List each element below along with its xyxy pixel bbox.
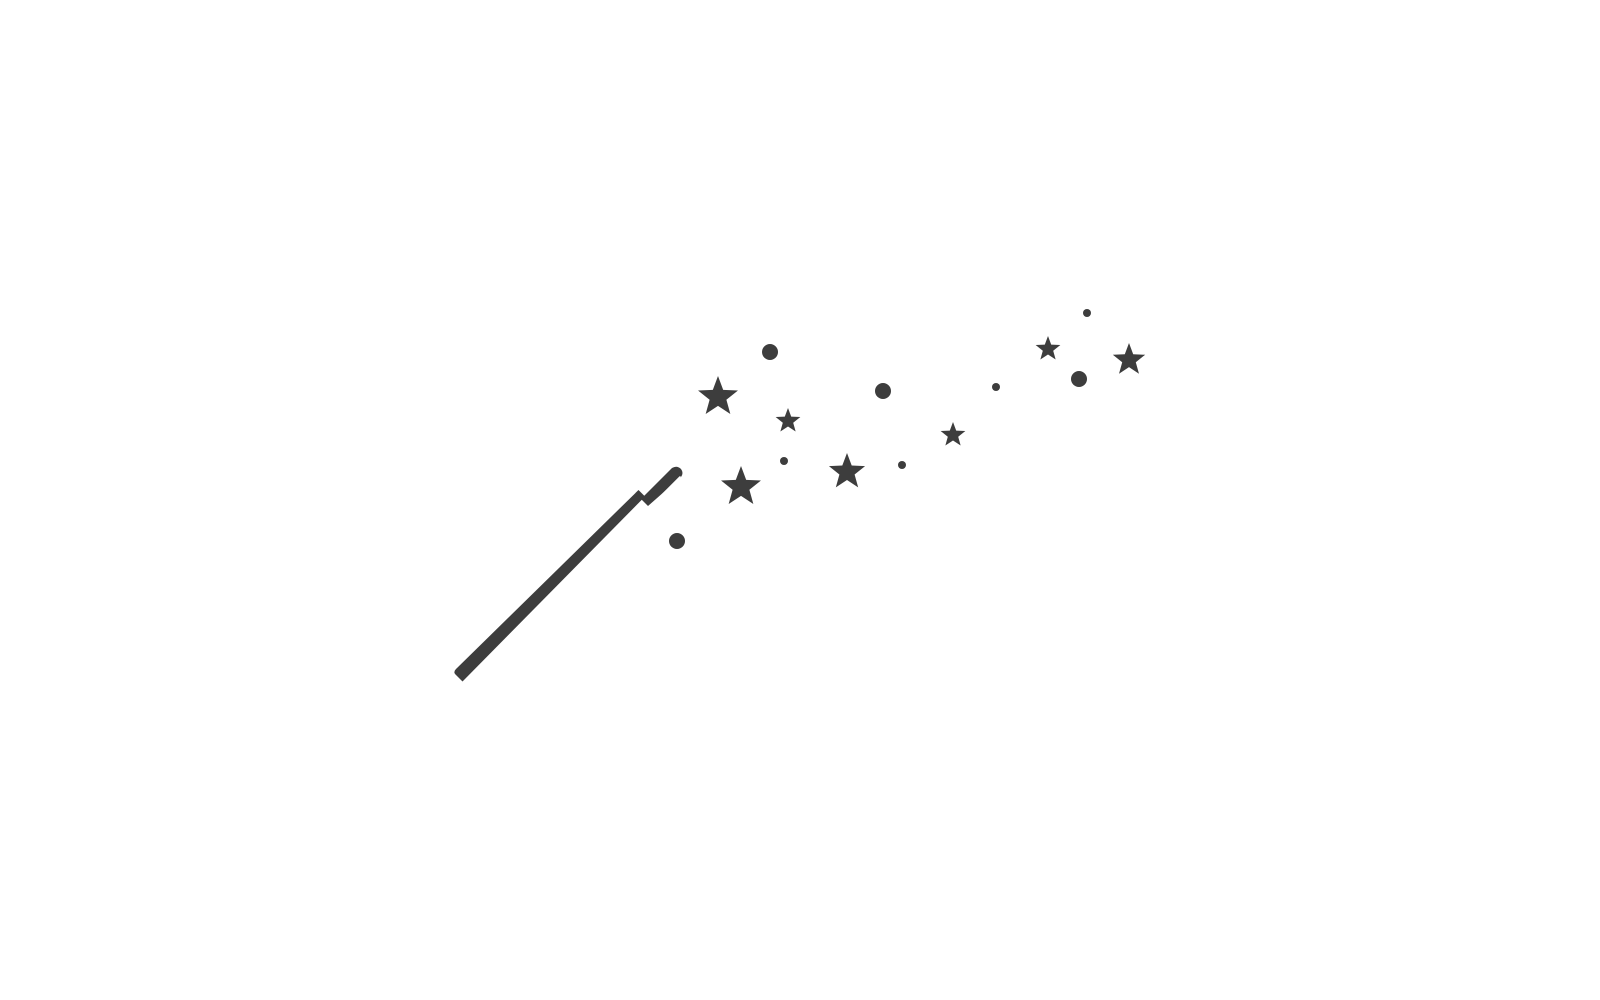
sparkle-dot-icon	[875, 383, 891, 399]
star-icon	[775, 408, 801, 432]
star-icon	[940, 422, 966, 446]
sparkle-dot-icon	[1071, 371, 1087, 387]
star-icon	[828, 453, 866, 488]
sparkle-dot-icon	[780, 457, 788, 465]
star-icon	[1035, 336, 1061, 360]
star-icon	[698, 376, 738, 414]
sparkle-dot-icon	[762, 344, 778, 360]
wand-tip-highlight	[651, 476, 681, 506]
sparkle-dot-icon	[898, 461, 906, 469]
stars-group	[698, 336, 1146, 504]
sparkle-dot-icon	[1083, 309, 1091, 317]
sparkle-dot-icon	[992, 383, 1000, 391]
star-icon	[721, 466, 761, 504]
star-icon	[1112, 343, 1146, 374]
wand-shaft	[454, 490, 645, 682]
wand-tip	[641, 466, 683, 506]
sparkle-dots-group	[669, 309, 1091, 549]
wand-icon	[454, 466, 683, 682]
sparkle-dot-icon	[669, 533, 685, 549]
